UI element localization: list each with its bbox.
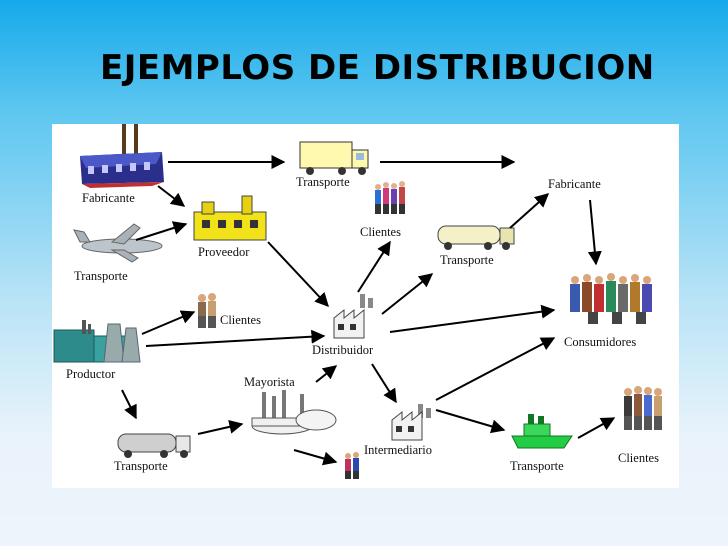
- intermediario-factory-icon: [391, 404, 431, 441]
- arrow-productor-to-distribuidor: [145, 329, 326, 347]
- label-clientes-top: Clientes: [360, 225, 401, 239]
- plane-icon: [73, 223, 163, 263]
- label-productor: Productor: [66, 367, 116, 381]
- clientes-bottom-people-icon: [624, 386, 662, 430]
- tanker-truck-right-icon: [437, 225, 515, 250]
- arrow-mayorista-to-person: [293, 449, 338, 466]
- arrow-fabricante-to-proveedor: [157, 185, 186, 207]
- label-intermediario: Intermediario: [364, 443, 432, 457]
- arrow-proveedor-to-distribuidor: [267, 241, 329, 308]
- label-clientes-mid: Clientes: [220, 313, 261, 327]
- label-mayorista: Mayorista: [244, 375, 295, 389]
- label-transporte-top: Transporte: [296, 175, 350, 189]
- arrow-mayorista-to-distribuidor: [315, 365, 338, 383]
- arrow-productor-to-tanker: [121, 389, 137, 420]
- person-icon: [345, 452, 359, 479]
- clientes-mid-people-icon: [198, 293, 216, 328]
- distribution-diagram: Fabricante Transporte Proveedor Transpor…: [52, 124, 679, 488]
- label-fabricante-right: Fabricante: [548, 177, 601, 191]
- arrow-tanker-to-fabricante: [509, 193, 550, 229]
- arrow-distribuidor-to-intermediario: [371, 363, 397, 404]
- slide-title: EJEMPLOS DE DISTRIBUCION: [100, 48, 655, 88]
- tanker-truck-left-icon: [117, 433, 191, 458]
- proveedor-warehouse-icon: [193, 195, 267, 241]
- label-consumidores: Consumidores: [564, 335, 636, 349]
- arrow-fabricante-to-consumidores: [587, 199, 602, 266]
- label-proveedor: Proveedor: [198, 245, 250, 259]
- label-fabricante-left: Fabricante: [82, 191, 135, 205]
- mayorista-refinery-icon: [251, 390, 337, 435]
- ship-icon: [511, 414, 573, 449]
- truck-icon: [299, 141, 369, 175]
- arrow-distribuidor-to-tanker: [381, 273, 434, 315]
- distribuidor-factory-icon: [333, 294, 373, 339]
- consumidores-crowd-icon: [570, 273, 652, 324]
- label-distribuidor: Distribuidor: [312, 343, 374, 357]
- productor-power-plant-icon: [53, 320, 141, 363]
- clientes-top-people-icon: [375, 181, 405, 214]
- arrow-intermediario-to-ship: [435, 409, 506, 434]
- label-clientes-bottom: Clientes: [618, 451, 659, 465]
- label-transporte-tanker-right: Transporte: [440, 253, 494, 267]
- label-transporte-plane: Transporte: [74, 269, 128, 283]
- arrow-tanker-to-mayorista: [197, 419, 244, 435]
- label-transporte-tanker-left: Transporte: [114, 459, 168, 473]
- arrow-productor-to-clientes: [141, 310, 196, 335]
- arrow-ship-to-clientes: [577, 417, 616, 439]
- flow-arrows: [121, 155, 616, 466]
- diagram-canvas: Fabricante Transporte Proveedor Transpor…: [53, 124, 662, 479]
- arrow-plane-to-proveedor: [135, 221, 188, 241]
- fabricante-left-icon: [80, 124, 164, 188]
- arrow-intermediario-to-consumidores: [435, 337, 556, 401]
- arrow-distribuidor-to-clientes: [357, 240, 391, 293]
- label-transporte-ship: Transporte: [510, 459, 564, 473]
- arrow-distribuidor-to-consumidores: [389, 304, 556, 333]
